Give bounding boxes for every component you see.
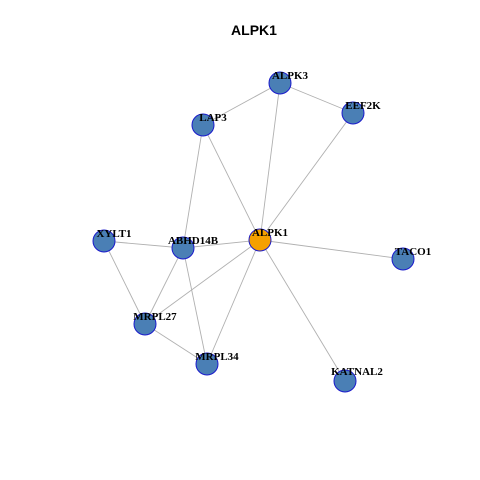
edge-alpk1-mrpl27 [144,239,261,325]
node-label-alpk1: ALPK1 [252,227,288,239]
node-alpk1[interactable] [248,228,272,252]
node-label-taco1: TACO1 [395,246,431,258]
node-taco1[interactable] [391,247,415,271]
edge-alpk3-eef2k [279,82,354,114]
edge-alpk1-katnal2 [259,239,346,382]
node-abhd14b[interactable] [171,236,195,260]
node-katnal2[interactable] [333,369,357,393]
edge-alpk1-mrpl34 [206,239,261,365]
node-eef2k[interactable] [341,101,365,125]
node-label-xylt1: XYLT1 [96,228,131,240]
edge-xylt1-mrpl27 [103,240,146,325]
node-xylt1[interactable] [92,229,116,253]
edge-alpk3-alpk1 [259,82,281,241]
edge-layer [103,82,404,382]
node-label-mrpl27: MRPL27 [133,311,177,323]
edge-eef2k-alpk1 [259,112,354,241]
edge-abhd14b-mrpl27 [144,247,184,325]
node-label-katnal2: KATNAL2 [331,366,383,378]
edge-lap3-abhd14b [182,124,204,249]
edge-alpk1-taco1 [259,239,404,260]
edge-lap3-alpk1 [202,124,261,241]
edge-xylt1-abhd14b [103,240,184,249]
node-lap3[interactable] [191,113,215,137]
node-mrpl27[interactable] [133,312,157,336]
edge-abhd14b-mrpl34 [182,247,208,365]
edge-abhd14b-alpk1 [182,239,261,249]
node-label-abhd14b: ABHD14B [168,235,219,247]
node-layer [92,71,415,393]
node-label-lap3: LAP3 [199,112,227,124]
node-label-eef2k: EEF2K [345,100,381,112]
graph-title: ALPK1 [231,22,277,38]
node-alpk3[interactable] [268,71,292,95]
edge-mrpl27-mrpl34 [144,323,208,365]
edge-alpk3-lap3 [202,82,281,126]
node-label-alpk3: ALPK3 [272,70,309,82]
node-mrpl34[interactable] [195,352,219,376]
node-label-mrpl34: MRPL34 [195,351,239,363]
